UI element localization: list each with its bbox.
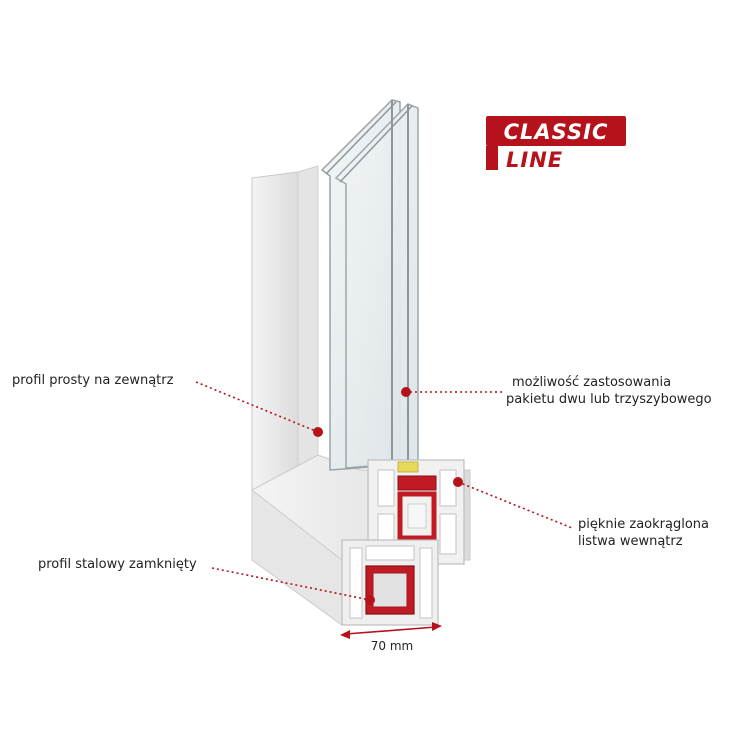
- leader-dot-bead: [453, 477, 463, 487]
- leader-steel-profile: [211, 567, 375, 605]
- glazing-unit: [320, 99, 419, 471]
- dimension-arrow: 70 mm: [340, 622, 442, 653]
- leader-dot-outside-profile: [313, 427, 323, 437]
- callout-bead: pięknie zaokrąglona listwa wewnątrz: [578, 516, 709, 550]
- dimension-label: 70 mm: [371, 639, 413, 653]
- frame-outer-vertical: [251, 165, 319, 491]
- leader-bead: [453, 477, 573, 529]
- leader-dot-steel-profile: [365, 595, 375, 605]
- callout-bead-line1: pięknie zaokrąglona: [578, 517, 709, 532]
- leader-glazing: [401, 387, 502, 397]
- callout-glazing: możliwość zastosowania pakietu dwu lub t…: [506, 374, 712, 408]
- leader-dot-glazing: [401, 387, 411, 397]
- callout-glazing-line2: pakietu dwu lub trzyszybowego: [506, 392, 712, 407]
- callout-bead-line2: listwa wewnątrz: [578, 534, 683, 549]
- callout-outside-profile: profil prosty na zewnątrz: [12, 373, 174, 388]
- logo-top-text: CLASSIC: [504, 120, 609, 144]
- callout-steel-profile: profil stalowy zamknięty: [38, 557, 197, 572]
- classic-line-logo: CLASSIC LINE: [486, 116, 626, 172]
- frame-cross-section: [341, 539, 439, 626]
- leader-outside-profile: [195, 381, 323, 437]
- logo-bottom-text: LINE: [506, 148, 563, 172]
- callout-glazing-line1: możliwość zastosowania: [512, 375, 672, 390]
